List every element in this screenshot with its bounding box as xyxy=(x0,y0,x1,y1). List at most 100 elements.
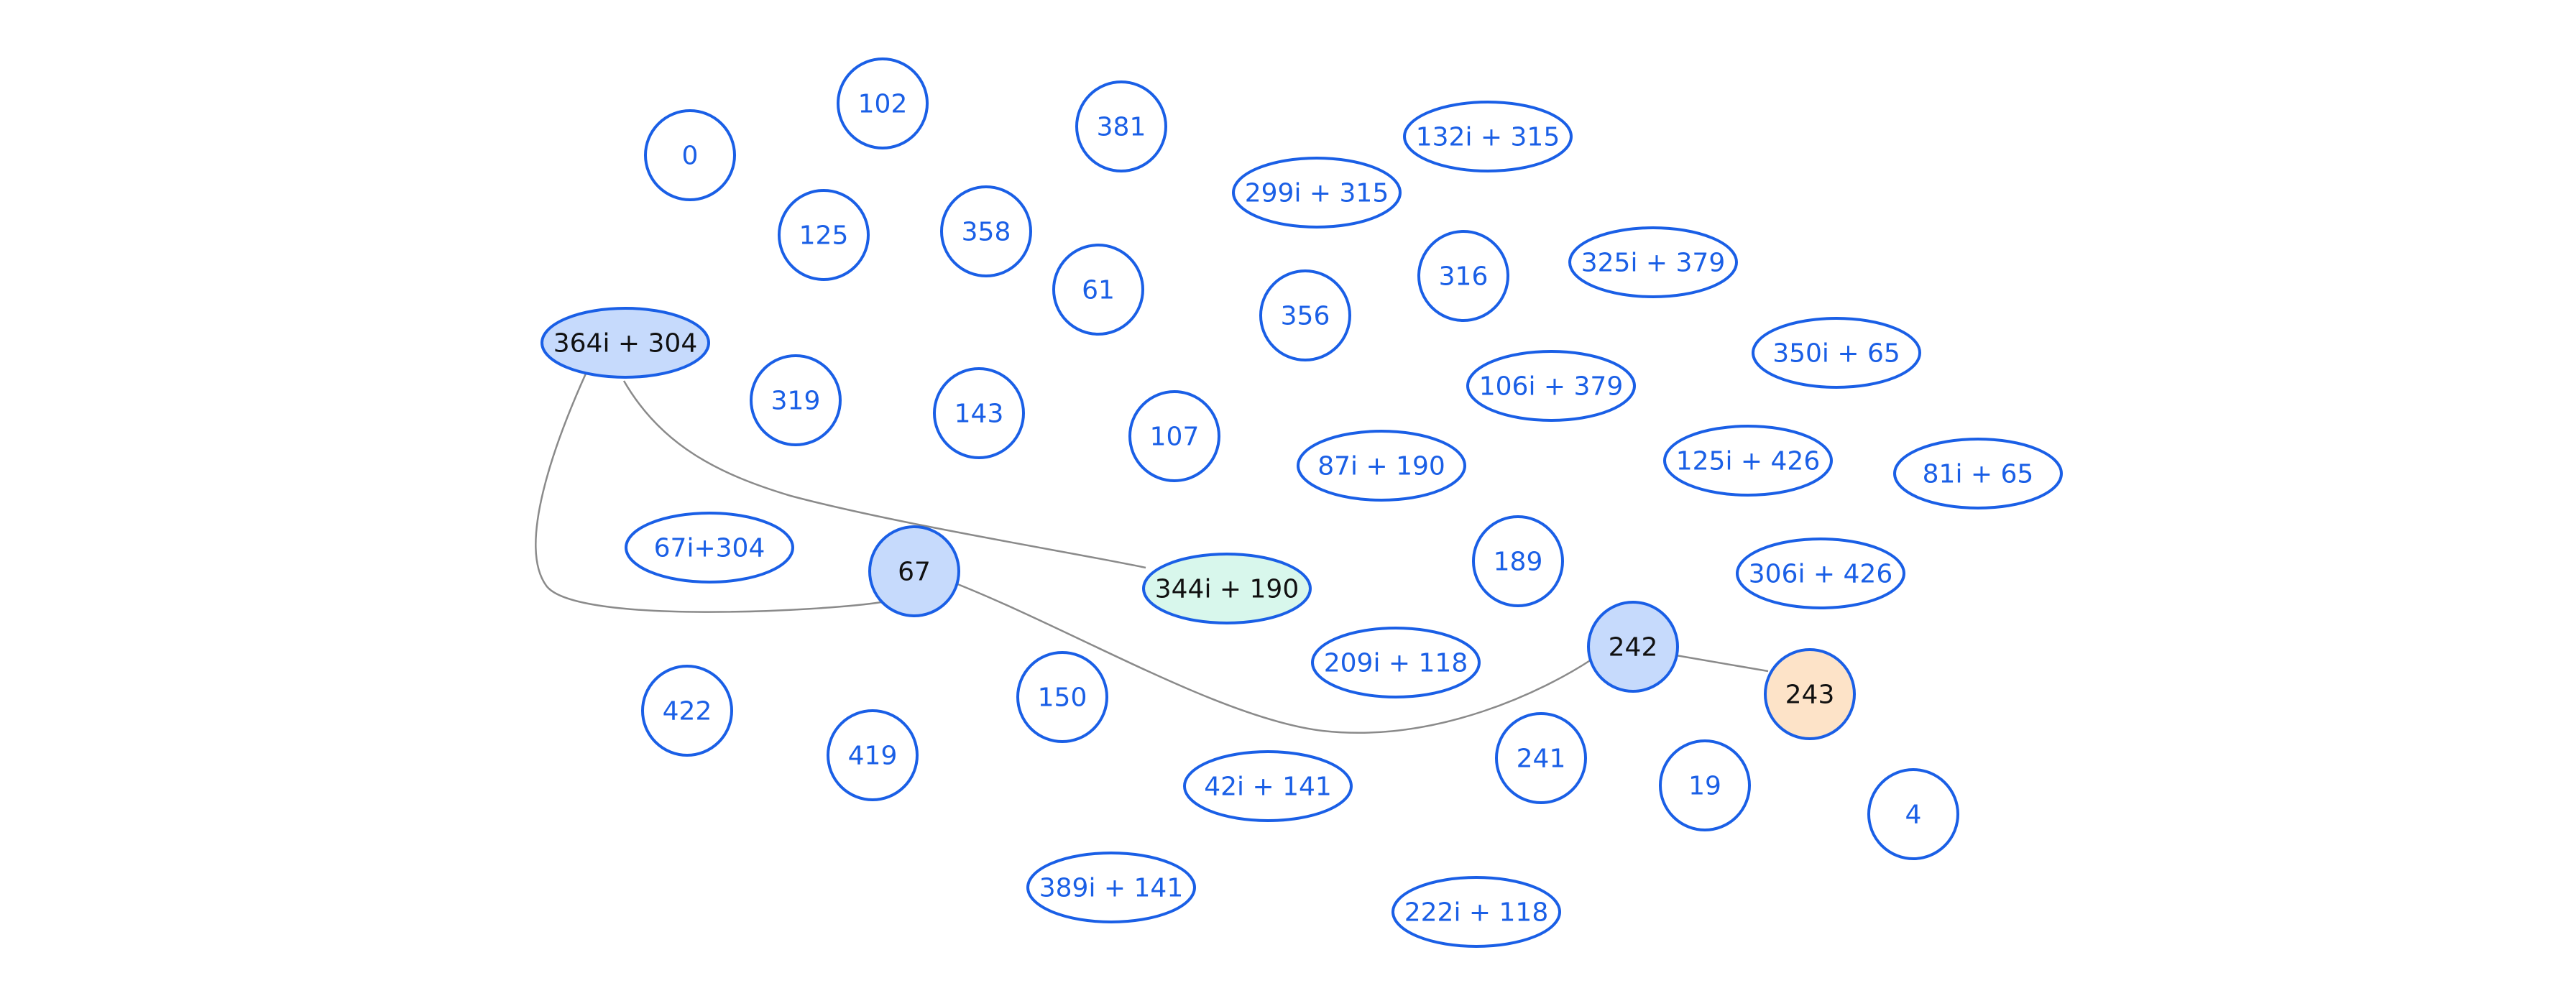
node-shape xyxy=(1259,269,1351,361)
node-shape xyxy=(778,189,870,281)
graph-node-19[interactable]: 19 xyxy=(1659,739,1751,831)
edge-n67-n242 xyxy=(955,582,1592,734)
graph-node-67i304[interactable]: 67i+304 xyxy=(625,512,794,583)
graph-node-125i426[interactable]: 125i + 426 xyxy=(1663,425,1833,497)
graph-node-4[interactable]: 4 xyxy=(1867,768,1959,860)
node-label: 209i + 118 xyxy=(1324,649,1468,678)
node-label: 419 xyxy=(848,742,898,771)
node-label: 81i + 65 xyxy=(1923,460,2034,489)
node-shape xyxy=(933,367,1025,459)
graph-node-381[interactable]: 381 xyxy=(1075,80,1167,172)
node-shape xyxy=(1867,768,1959,860)
node-label: 189 xyxy=(1494,548,1543,577)
node-label: 319 xyxy=(771,387,821,416)
node-label: 150 xyxy=(1038,683,1087,713)
node-label: 67i+304 xyxy=(654,534,765,563)
graph-node-356[interactable]: 356 xyxy=(1259,269,1351,361)
graph-node-344i190[interactable]: 344i + 190 xyxy=(1142,553,1312,624)
node-shape xyxy=(1736,538,1905,609)
graph-node-325i379[interactable]: 325i + 379 xyxy=(1568,226,1738,298)
graph-node-107[interactable]: 107 xyxy=(1128,390,1220,482)
graph-node-143[interactable]: 143 xyxy=(933,367,1025,459)
node-label: 325i + 379 xyxy=(1581,249,1725,278)
node-label: 125 xyxy=(799,221,849,251)
node-shape xyxy=(1495,712,1587,804)
graph-node-81i65[interactable]: 81i + 65 xyxy=(1893,438,2063,509)
graph-node-67[interactable]: 67 xyxy=(868,525,960,617)
graph-node-87i190[interactable]: 87i + 190 xyxy=(1297,430,1466,502)
node-label: 42i + 141 xyxy=(1204,772,1332,802)
node-label: 4 xyxy=(1905,801,1922,830)
node-label: 87i + 190 xyxy=(1317,452,1445,481)
node-shape xyxy=(1232,157,1402,229)
edge-n242-n243 xyxy=(1675,654,1769,673)
graph-node-389i141[interactable]: 389i + 141 xyxy=(1026,852,1196,923)
graph-node-106i379[interactable]: 106i + 379 xyxy=(1466,350,1636,422)
graph-node-350i65[interactable]: 350i + 65 xyxy=(1752,317,1921,389)
node-label: 243 xyxy=(1785,681,1835,710)
node-label: 306i + 426 xyxy=(1749,560,1892,589)
node-shape xyxy=(868,525,960,617)
node-label: 61 xyxy=(1082,276,1115,305)
node-shape xyxy=(837,57,929,149)
graph-node-102[interactable]: 102 xyxy=(837,57,929,149)
graph-node-316[interactable]: 316 xyxy=(1417,230,1509,322)
node-shape xyxy=(1052,244,1144,336)
node-label: 67 xyxy=(898,558,931,587)
node-label: 107 xyxy=(1150,423,1200,452)
node-shape xyxy=(644,109,736,201)
node-label: 125i + 426 xyxy=(1676,447,1820,476)
graph-node-242[interactable]: 242 xyxy=(1587,601,1679,693)
node-label: 106i + 379 xyxy=(1479,372,1623,402)
node-label: 102 xyxy=(858,90,908,119)
graph-node-125[interactable]: 125 xyxy=(778,189,870,281)
node-shape xyxy=(1392,876,1561,948)
node-shape xyxy=(1311,627,1481,698)
node-shape xyxy=(1403,101,1573,172)
node-label: 143 xyxy=(954,400,1004,429)
graph-node-364i304[interactable]: 364i + 304 xyxy=(540,307,710,379)
node-shape xyxy=(1142,553,1312,624)
node-label: 350i + 65 xyxy=(1772,339,1900,369)
graph-node-419[interactable]: 419 xyxy=(827,709,919,801)
graph-node-0[interactable]: 0 xyxy=(644,109,736,201)
node-shape xyxy=(1568,226,1738,298)
graph-node-209i118[interactable]: 209i + 118 xyxy=(1311,627,1481,698)
node-shape xyxy=(1659,739,1751,831)
node-label: 242 xyxy=(1609,633,1658,663)
node-shape xyxy=(1663,425,1833,497)
node-label: 344i + 190 xyxy=(1155,575,1299,604)
node-shape xyxy=(540,307,710,379)
edges-layer xyxy=(535,373,1769,734)
graph-node-422[interactable]: 422 xyxy=(641,665,733,757)
graph-node-243[interactable]: 243 xyxy=(1764,648,1856,740)
node-label: 389i + 141 xyxy=(1039,874,1183,903)
node-shape xyxy=(641,665,733,757)
node-shape xyxy=(625,512,794,583)
graph-node-132i315[interactable]: 132i + 315 xyxy=(1403,101,1573,172)
node-shape xyxy=(1016,651,1108,743)
graph-node-42i141[interactable]: 42i + 141 xyxy=(1183,750,1353,822)
node-shape xyxy=(1466,350,1636,422)
node-shape xyxy=(1128,390,1220,482)
graph-node-358[interactable]: 358 xyxy=(940,185,1032,277)
graph-node-319[interactable]: 319 xyxy=(750,354,842,446)
node-shape xyxy=(940,185,1032,277)
graph-node-241[interactable]: 241 xyxy=(1495,712,1587,804)
node-label: 299i + 315 xyxy=(1245,179,1389,208)
graph-node-306i426[interactable]: 306i + 426 xyxy=(1736,538,1905,609)
node-shape xyxy=(1075,80,1167,172)
node-shape xyxy=(1026,852,1196,923)
graph-node-61[interactable]: 61 xyxy=(1052,244,1144,336)
graph-node-189[interactable]: 189 xyxy=(1472,515,1564,607)
graph-node-299i315[interactable]: 299i + 315 xyxy=(1232,157,1402,229)
node-label: 222i + 118 xyxy=(1404,898,1548,928)
node-label: 241 xyxy=(1517,744,1566,774)
node-shape xyxy=(1764,648,1856,740)
edge-n364i304-n67 xyxy=(535,373,882,613)
graph-node-150[interactable]: 150 xyxy=(1016,651,1108,743)
node-shape xyxy=(1417,230,1509,322)
graph-node-222i118[interactable]: 222i + 118 xyxy=(1392,876,1561,948)
node-label: 381 xyxy=(1097,113,1146,142)
